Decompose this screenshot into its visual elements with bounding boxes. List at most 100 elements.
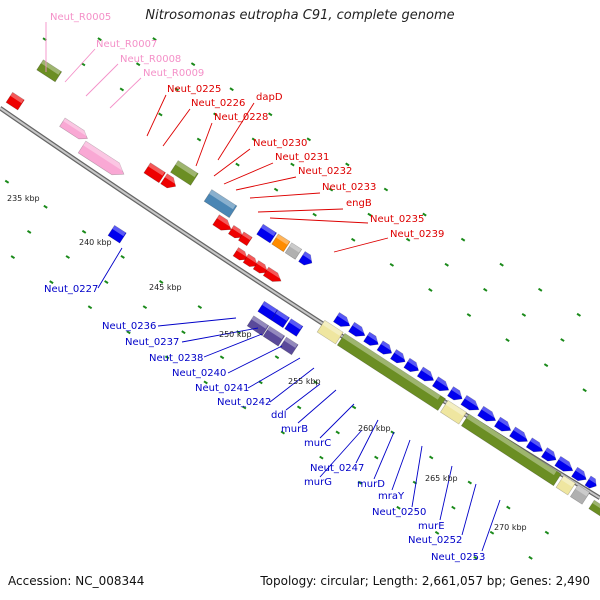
gene-feature (242, 253, 260, 267)
tick-mark (104, 280, 109, 284)
gene-label: murG (304, 477, 332, 488)
gene-feature (252, 260, 270, 274)
tick-mark (87, 305, 93, 310)
tick-mark (158, 112, 163, 117)
tick-mark (181, 330, 186, 335)
gene-label: Neut_0233 (322, 182, 376, 193)
leader-line (269, 217, 369, 224)
gene-label: Neut_0241 (195, 383, 249, 394)
gene-label: Neut_R0008 (120, 54, 181, 65)
leader-line (109, 77, 142, 109)
gene-feature (403, 357, 421, 373)
gene-feature (332, 312, 353, 327)
tick-mark (383, 187, 389, 192)
tick-mark (306, 137, 312, 142)
tick-mark (273, 187, 279, 192)
gene-feature (227, 224, 245, 239)
leader-line (85, 63, 119, 97)
gene-label: ddl (271, 410, 286, 421)
gene-feature (246, 315, 270, 337)
gene-feature (569, 484, 591, 505)
gene-feature (143, 162, 166, 184)
tick-mark (374, 455, 379, 460)
leader-line (235, 176, 297, 191)
tick-mark (405, 237, 411, 242)
tick-mark (152, 37, 157, 42)
tick-mark (576, 312, 581, 317)
tick-mark (296, 405, 302, 410)
accession-text: Accession: NC_008344 (8, 574, 145, 588)
tick-mark (428, 455, 434, 460)
tick-mark (190, 62, 196, 67)
gene-label: Neut_0228 (214, 112, 268, 123)
tick-mark (274, 355, 280, 360)
gene-label: Neut_0253 (431, 552, 485, 563)
tick-mark (389, 262, 395, 267)
gene-label: Neut_0232 (298, 166, 352, 177)
gene-feature (256, 223, 278, 244)
tick-mark (444, 262, 449, 267)
gene-label: murC (304, 438, 331, 449)
gene-feature (363, 331, 381, 346)
leader-line (481, 499, 501, 552)
tick-mark (428, 288, 433, 292)
tick-mark (4, 179, 10, 184)
gene-feature (316, 319, 344, 345)
tick-mark (203, 380, 208, 385)
leader-line (157, 317, 237, 327)
gene-label: engB (346, 198, 372, 209)
scale-label: 245 kbp (149, 283, 182, 292)
gene-feature (298, 251, 315, 266)
tick-mark (367, 212, 372, 217)
tick-mark (489, 530, 495, 535)
scale-label: 265 kbp (425, 474, 458, 483)
tick-mark (290, 162, 295, 167)
tick-mark (422, 212, 427, 217)
gene-feature (588, 499, 600, 517)
gene-feature (584, 475, 599, 489)
leader-line (319, 403, 355, 439)
gene-feature (170, 160, 199, 186)
gene-feature (348, 321, 368, 337)
leader-line (461, 483, 477, 536)
tick-mark (135, 62, 141, 67)
gene-feature (212, 214, 234, 231)
tick-mark (242, 405, 247, 410)
gene-feature (416, 366, 436, 382)
tick-mark (506, 505, 511, 510)
gene-label: murE (418, 521, 445, 532)
leader-line (297, 389, 337, 424)
gene-label: Neut_0239 (390, 229, 444, 240)
leader-line (355, 419, 379, 464)
tick-mark (483, 287, 488, 292)
tick-mark (544, 530, 550, 535)
tick-mark (351, 237, 356, 242)
tick-mark (229, 87, 234, 92)
leader-line (97, 247, 123, 289)
topology-summary-text: Topology: circular; Length: 2,661,057 bp… (260, 574, 590, 588)
tick-mark (97, 37, 102, 42)
scale-label: 235 kbp (7, 194, 40, 203)
gene-label: Neut_0236 (102, 321, 156, 332)
tick-mark (280, 430, 286, 435)
leader-line (162, 108, 191, 147)
leader-line (203, 333, 263, 358)
leader-line (269, 367, 315, 403)
gene-feature (376, 340, 395, 355)
gene-label: Neut_0226 (191, 98, 245, 109)
tick-mark (26, 229, 32, 234)
scale-label: 240 kbp (79, 238, 112, 247)
tick-mark (466, 313, 472, 317)
leader-line (223, 162, 274, 185)
gene-feature (77, 140, 126, 176)
leader-line (146, 94, 167, 137)
feature-tracks (5, 59, 600, 517)
tick-mark (268, 112, 273, 117)
tick-mark (126, 330, 131, 335)
leader-line (213, 148, 251, 177)
gene-feature (232, 247, 250, 261)
gene-feature (270, 309, 290, 329)
leader-line (439, 465, 453, 521)
tick-mark (521, 312, 527, 317)
